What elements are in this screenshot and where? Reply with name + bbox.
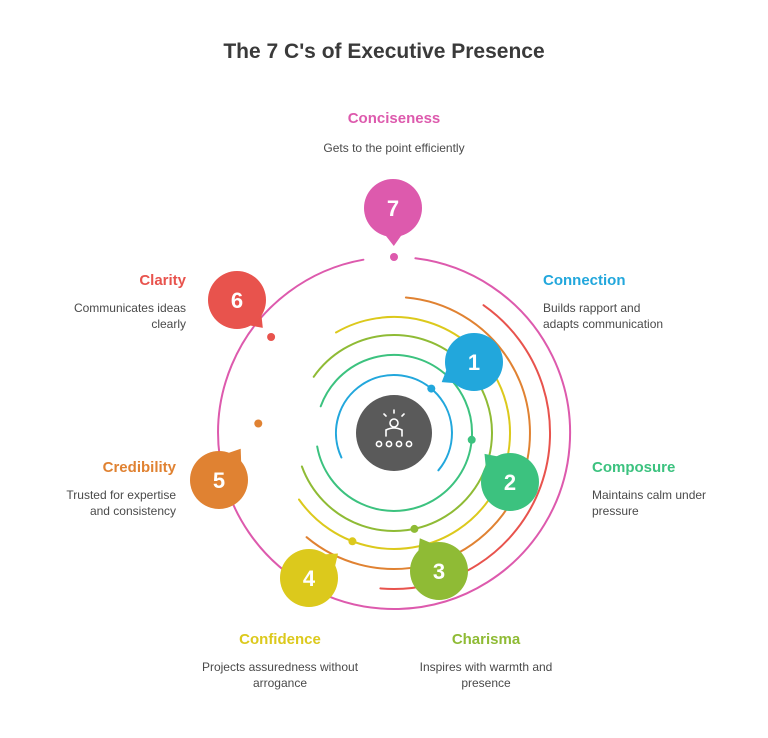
- pin-number-6: 6: [231, 288, 243, 313]
- pin-2: 2: [481, 453, 539, 511]
- item-6-desc-line1: Communicates ideas: [73, 301, 186, 315]
- item-1-title: Connection: [543, 272, 626, 289]
- pin-3: 3: [410, 538, 468, 600]
- pin-4: 4: [280, 549, 338, 607]
- item-7-desc: Gets to the point efficiently: [323, 141, 465, 155]
- pin-6: 6: [208, 271, 266, 329]
- ring-marker-2: [467, 435, 476, 444]
- item-4-desc-line1: Projects assuredness without: [201, 660, 359, 674]
- pin-number-3: 3: [433, 559, 445, 584]
- item-5-title: Credibility: [102, 459, 176, 476]
- pin-5: 5: [190, 448, 248, 509]
- item-1-desc: Builds rapport and adapts communication: [543, 300, 663, 332]
- pin-number-5: 5: [213, 468, 225, 493]
- pin-number-7: 7: [387, 196, 399, 221]
- ring-1: [334, 374, 453, 472]
- ring-marker-1: [427, 384, 436, 393]
- item-6-desc: Communicates ideas clearly: [26, 300, 186, 332]
- item-1-desc-line1: Builds rapport and: [543, 301, 641, 315]
- pin-1: 1: [441, 333, 503, 391]
- item-6-title: Clarity: [139, 272, 186, 289]
- center-hub: [356, 395, 432, 471]
- pin-circle-7: [364, 179, 422, 237]
- ring-marker-6: [267, 333, 276, 341]
- item-4-title: Confidence: [239, 631, 321, 648]
- item-4-desc-line2: arrogance: [252, 676, 308, 690]
- item-2-desc-line1: Maintains calm under: [592, 488, 707, 502]
- numbered-pins: 1 2 3 4 5 6 7: [190, 179, 539, 607]
- pin-circle-4: [280, 549, 338, 607]
- item-5-desc-line1: Trusted for expertise: [66, 488, 176, 502]
- ring-7: [217, 257, 572, 610]
- item-1-desc-line2: adapts communication: [543, 317, 664, 331]
- item-3-desc-line2: presence: [461, 676, 511, 690]
- pin-circle-5: [190, 451, 248, 509]
- pin-circle-3: [410, 542, 468, 600]
- item-3-desc-line1: Inspires with warmth and: [419, 660, 553, 674]
- item-2-desc-line2: pressure: [592, 504, 639, 518]
- item-2-desc: Maintains calm under pressure: [592, 487, 706, 519]
- item-3-desc: Inspires with warmth and presence: [386, 659, 586, 691]
- item-7-title: Conciseness: [347, 110, 441, 127]
- pin-7: 7: [364, 179, 422, 246]
- ring-marker-7: [390, 253, 398, 261]
- ring-3: [300, 334, 493, 532]
- ring-markers: [254, 253, 476, 546]
- ring-marker-3: [410, 524, 419, 533]
- item-4-desc: Projects assuredness without arrogance: [170, 659, 390, 691]
- pin-number-4: 4: [303, 566, 316, 591]
- pin-circle-1: [445, 333, 503, 391]
- item-6-desc-line2: clearly: [151, 317, 186, 331]
- pin-circle-6: [208, 271, 266, 329]
- pin-number-1: 1: [468, 350, 480, 375]
- ring-marker-4: [348, 537, 357, 546]
- item-2-title: Composure: [592, 459, 676, 476]
- pin-circle-2: [481, 453, 539, 511]
- ring-marker-5: [254, 419, 263, 428]
- page-title: The 7 C's of Executive Presence: [223, 40, 545, 63]
- pin-number-2: 2: [504, 470, 516, 495]
- item-5-desc: Trusted for expertise and consistency: [16, 487, 176, 519]
- item-3-title: Charisma: [451, 631, 521, 648]
- item-5-desc-line2: and consistency: [89, 504, 176, 518]
- presenter-audience-icon: [375, 409, 413, 448]
